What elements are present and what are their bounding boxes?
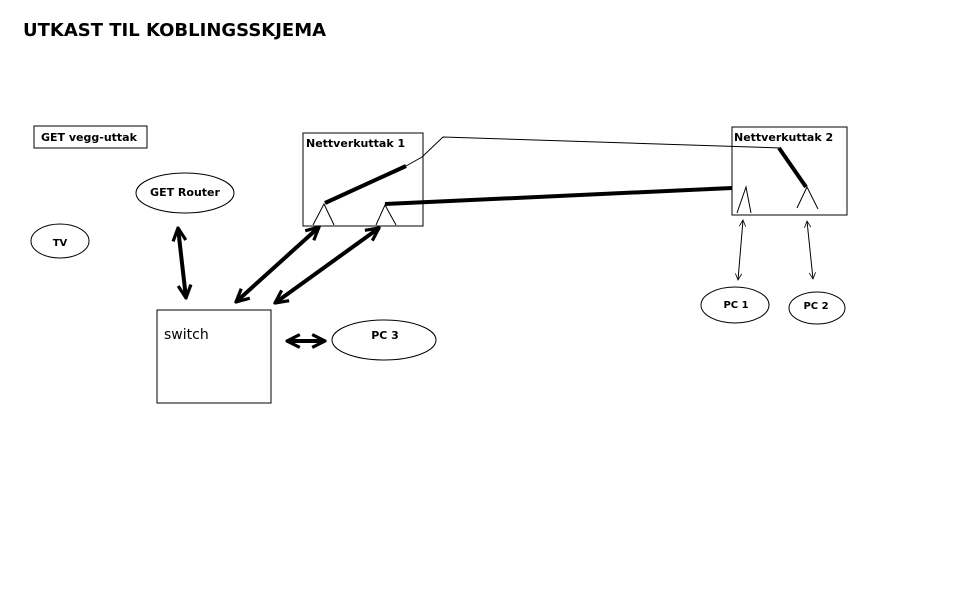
port-b-icon xyxy=(375,203,397,226)
network-outlet-1-node: Nettverkuttak 1 xyxy=(302,132,424,227)
cable-outlet1-to-outlet2-thin xyxy=(405,136,782,167)
diagram-title: UTKAST TIL KOBLINGSSKJEMA xyxy=(23,20,326,41)
pc3-node: PC 3 xyxy=(331,319,437,361)
switch-node: switch xyxy=(156,309,272,404)
switch-label: switch xyxy=(164,327,209,343)
network-outlet-2-node: Nettverkuttak 2 xyxy=(731,126,848,216)
arrow-outlet2-pc2 xyxy=(807,221,813,279)
pc2-node: PC 2 xyxy=(788,291,846,325)
patch-wire-internal-2 xyxy=(777,146,808,189)
arrow-switch-outlet1-b xyxy=(275,228,379,303)
network-outlet-1-label: Nettverkuttak 1 xyxy=(306,137,405,150)
port-d-icon xyxy=(796,185,819,210)
arrow-switch-outlet1-a xyxy=(236,227,319,302)
arrow-outlet2-pc1 xyxy=(738,220,743,280)
pc1-node: PC 1 xyxy=(700,286,770,324)
arrow-router-switch xyxy=(178,228,186,298)
wall-outlet-node: GET vegg-uttak xyxy=(33,125,148,149)
tv-node: TV xyxy=(30,223,90,259)
port-a-icon xyxy=(312,202,335,226)
pc2-label: PC 2 xyxy=(803,301,828,312)
cable-outlet1-to-outlet2-thick xyxy=(384,186,733,206)
network-outlet-2-label: Nettverkuttak 2 xyxy=(734,131,833,144)
tv-label: TV xyxy=(53,238,68,249)
pc3-label: PC 3 xyxy=(371,329,399,342)
pc1-label: PC 1 xyxy=(723,300,748,311)
patch-wire-internal-1 xyxy=(324,164,407,205)
port-c-icon xyxy=(736,185,752,214)
router-label: GET Router xyxy=(150,186,220,199)
router-node: GET Router xyxy=(135,172,235,214)
wall-outlet-label: GET vegg-uttak xyxy=(41,131,138,144)
